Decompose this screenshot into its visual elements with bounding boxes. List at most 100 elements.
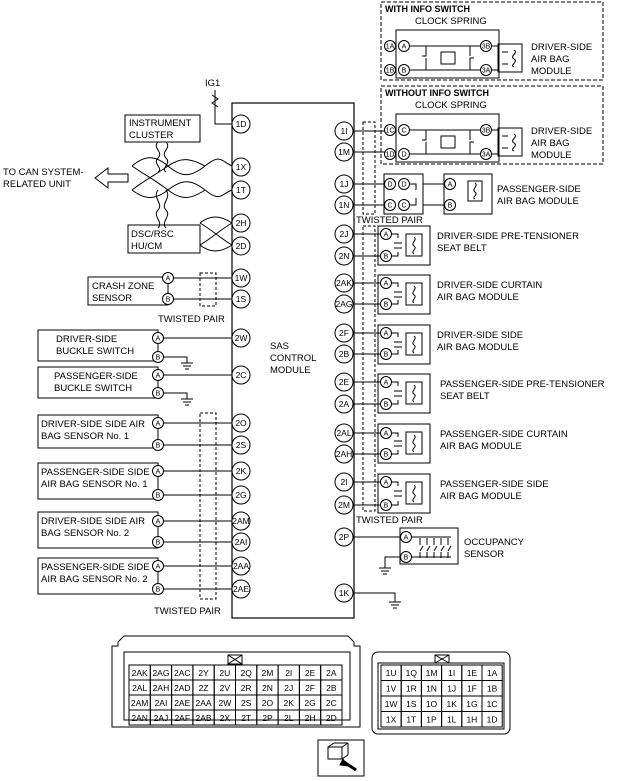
connector-2-cell-label: 2U — [219, 668, 230, 678]
passenger-module-pin-b-label: B — [448, 203, 453, 210]
connector-2-inner — [123, 651, 351, 721]
with_info-pin-inner-b-label: B — [402, 68, 407, 75]
with-info-box — [380, 1, 604, 81]
right-component-inner-b — [391, 501, 399, 506]
right-component-inner-b — [391, 252, 399, 257]
connector-2-cell-label: 2AL — [132, 683, 147, 693]
occupancy-box — [399, 527, 459, 565]
connector-2-cell-label: 2AC — [174, 668, 191, 678]
with-info-clock-spring: CLOCK SPRING — [415, 16, 487, 27]
left-pin-1X-label: 1X — [236, 162, 247, 172]
connector-2-cell — [320, 709, 343, 726]
right-pin-2P-label: 2P — [339, 532, 350, 542]
connector-2-cell-label: 2S — [241, 698, 252, 708]
with-info-clock-spring-box — [395, 29, 500, 79]
right-component-squib-box — [405, 381, 423, 405]
connector-1-cell-label: 1M — [426, 668, 438, 678]
right-component-squib-box — [405, 431, 423, 455]
right-component-pin-b-label: B — [384, 402, 389, 409]
connector-view-icon-frame — [317, 739, 365, 777]
right-component-pin-b-label: B — [384, 302, 389, 309]
connector-2-cell-label: 2E — [305, 668, 316, 678]
connector-2-cell-label: 2AN — [131, 713, 148, 723]
right-component-pin-a-label: A — [384, 380, 389, 387]
left-component-pin-a-label: A — [156, 336, 161, 343]
left-component-pin-b-label: B — [166, 297, 171, 304]
without-info-clock-spring: CLOCK SPRING — [415, 100, 487, 111]
passenger-short-1 — [409, 183, 417, 190]
with_info-pin-inner-a-label: A — [402, 44, 407, 51]
connector-2-cell-label: 2AE — [174, 698, 190, 708]
twisted-pair-box-crash — [199, 272, 217, 307]
connector-1-cell-label: 1W — [385, 699, 398, 709]
left-component-line-1: PASSENGER-SIDE SIDE — [41, 562, 150, 573]
with-info-module-3: MODULE — [531, 66, 572, 77]
right-pin-1M-label: 1M — [338, 147, 350, 157]
without-info-module-3: MODULE — [531, 150, 572, 161]
can-unit-line-1: TO CAN SYSTEM- — [3, 167, 84, 178]
module-line-3: MODULE — [270, 365, 311, 376]
connector-2-cell-label: 2AM — [131, 698, 148, 708]
left-component-line-2: AIR BAG SENSOR No. 1 — [41, 479, 148, 490]
right-component-squib-box — [405, 233, 423, 257]
without-info-clock-spring-box — [395, 113, 500, 163]
with_info-wire-inner-4 — [469, 57, 474, 70]
passenger-airbag-line-1: PASSENGER-SIDE — [497, 184, 581, 195]
sas-module-box — [231, 102, 355, 619]
right-component-box — [377, 274, 431, 315]
right-component-inner-a — [391, 332, 399, 337]
connector-2-cell-label: 2AA — [196, 698, 212, 708]
twisted-pair-label-right-top: TWISTED PAIR — [356, 215, 423, 226]
module-line-1: SAS — [270, 341, 289, 352]
connector-2-cell-label: 2Z — [199, 683, 209, 693]
connector-2-cell-label: 2AJ — [154, 713, 169, 723]
right-pin-1I-label: 1I — [340, 126, 347, 136]
with_info-pin-outer-a-label: 1A — [386, 44, 395, 51]
connector-1-cell-label: 1G — [466, 699, 477, 709]
left-pin-2G-label: 2G — [235, 490, 246, 500]
connector-2-cell-label: 2Y — [198, 668, 209, 678]
module-line-2: CONTROL — [270, 353, 316, 364]
left-component-line-1: PASSENGER-SIDE SIDE — [41, 467, 150, 478]
occupancy-pin-a-label: A — [404, 535, 409, 542]
connector-2-cell-label: 2I — [285, 668, 292, 678]
right-component-inner-b — [391, 350, 399, 355]
passenger-connector-box — [383, 173, 424, 215]
left-pin-2D-circle — [231, 236, 251, 256]
switch-blade — [447, 545, 452, 552]
passenger-pin-inner-d-label: D — [401, 182, 406, 189]
connector-1-cell-label: 1B — [487, 684, 498, 694]
right-pin-2B-label: 2B — [339, 349, 350, 359]
connector-1-cell-label: 1R — [406, 684, 417, 694]
with_info-module-box — [497, 43, 523, 73]
left-component-pin-a-label: A — [156, 564, 161, 571]
right-component-line-2: AIR BAG MODULE — [437, 342, 519, 353]
occupancy-sensor-group: AB — [353, 527, 459, 575]
right-pin-2E-label: 2E — [339, 377, 350, 387]
passenger-module-box — [443, 173, 493, 215]
occupancy-line-1: OCCUPANCY — [464, 537, 525, 548]
with-info-module-1: DRIVER-SIDE — [531, 42, 592, 53]
connector-2-cell-label: 2D — [326, 713, 337, 723]
left-pin-1X-circle — [231, 157, 251, 177]
left-pin-2C-label: 2C — [236, 370, 247, 380]
right-pin-2AK-label: 2AK — [336, 278, 352, 288]
left-pin-2K-label: 2K — [236, 466, 247, 476]
connector-2-cell-label: 2P — [262, 713, 273, 723]
right-component-line-2: AIR BAG MODULE — [440, 491, 522, 502]
right-component-pin-a-label: A — [384, 480, 389, 487]
instrument-cluster-box — [124, 114, 201, 143]
can-twisted-wires — [131, 141, 233, 252]
right-pin-2M-label: 2M — [338, 500, 350, 510]
right-component-line-1: DRIVER-SIDE SIDE — [437, 330, 523, 341]
with_info-pin-outer-b-circle — [384, 64, 396, 76]
can-arrow-icon — [94, 166, 129, 190]
without-info-title: WITHOUT INFO SWITCH — [385, 88, 489, 98]
